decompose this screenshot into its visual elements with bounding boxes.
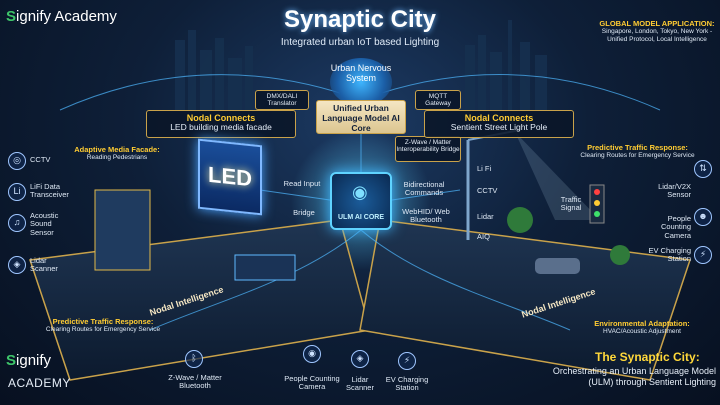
page-subtitle: Integrated urban IoT based Lighting bbox=[280, 37, 440, 48]
lidar-icon: ◈ bbox=[351, 350, 369, 368]
lidar-v2x-icon: ⇅ bbox=[694, 160, 712, 178]
ulm-core-title: Unified Urban Language Model AI Core bbox=[316, 100, 406, 134]
ev-label: EV Charging Station bbox=[648, 246, 691, 264]
adaptive-facade: Adaptive Media Facade: Reading Pedestria… bbox=[74, 145, 160, 162]
led-facade: LED bbox=[198, 138, 262, 216]
bottom-brand-sub: ACADEMY bbox=[8, 376, 71, 390]
brain-icon: ◉ bbox=[352, 182, 368, 202]
footer-title: The Synaptic City: bbox=[595, 350, 700, 364]
urban-nervous-system: Urban Nervous System bbox=[330, 58, 392, 106]
lidar-label: Lidar Scanner bbox=[30, 256, 58, 274]
dmx-dali-box: DMX/DALI Translator bbox=[255, 90, 309, 110]
lifi-icon: Li bbox=[8, 183, 26, 201]
ulm-ai-core: ◉ ULM AI CORE bbox=[330, 172, 392, 230]
lidar-v2x-label: Lidar/V2X Sensor bbox=[658, 182, 691, 200]
lifi-label: LiFi Data Transceiver bbox=[30, 182, 69, 200]
traffic-signal-label: Traffic Signal bbox=[560, 195, 582, 213]
brand-logo: Signify Academy bbox=[6, 8, 117, 25]
people-icon: ☻ bbox=[694, 208, 712, 226]
tree bbox=[507, 207, 533, 233]
mqtt-box: MQTT Gateway bbox=[415, 90, 461, 110]
acoustic-icon: ♫ bbox=[8, 214, 26, 232]
bus-shelter bbox=[234, 254, 296, 281]
page-title: Synaptic City bbox=[283, 6, 437, 33]
environmental-adaptation: Environmental Adaptation: HVAC/Acoustic … bbox=[594, 319, 690, 336]
bidirectional-label: Bidirectional Commands bbox=[403, 180, 445, 198]
bottom-camera-label: People Counting Camera bbox=[284, 374, 340, 392]
car bbox=[535, 258, 580, 274]
bottom-ev-label: EV Charging Station bbox=[385, 375, 429, 393]
pole-aiq-label: AIQ bbox=[477, 232, 490, 241]
bottom-zwave-label: Z-Wave / Matter Bluetooth bbox=[168, 373, 222, 391]
read-input-label: Read Input bbox=[283, 179, 321, 188]
data-streams bbox=[59, 74, 661, 331]
pole-lifi-label: Li Fi bbox=[477, 164, 492, 173]
cctv-label: CCTV bbox=[30, 155, 51, 164]
skyline-right bbox=[465, 20, 547, 110]
acoustic-label: Acoustic Sound Sensor bbox=[30, 211, 59, 237]
pole-lidar-label: Lidar bbox=[477, 212, 494, 221]
skyline-left bbox=[175, 30, 253, 110]
bottom-brand: Signify bbox=[6, 352, 52, 369]
tree bbox=[610, 245, 630, 265]
ev-icon: ⚡ bbox=[694, 246, 712, 264]
left-traffic-response: Predictive Traffic Response: Clearing Ro… bbox=[45, 317, 161, 334]
bottom-lidar-label: Lidar Scanner bbox=[346, 375, 374, 393]
pole-cctv-label: CCTV bbox=[477, 186, 498, 195]
ev-icon: ⚡ bbox=[398, 352, 416, 370]
zwave-bridge-box: Z-Wave / Matter Interoperability Bridge bbox=[395, 136, 461, 162]
webhid-label: WebHID/ Web Bluetooth bbox=[402, 207, 450, 225]
bluetooth-icon: ᛒ bbox=[185, 350, 203, 368]
left-nodal-box: Nodal Connects LED building media facade bbox=[146, 110, 296, 138]
people-camera-label: People Counting Camera bbox=[660, 214, 691, 240]
right-traffic-response: Predictive Traffic Response: Clearing Ro… bbox=[580, 143, 695, 160]
footer-desc: Orchestrating an Urban Language Model (U… bbox=[552, 366, 716, 388]
lidar-icon: ◈ bbox=[8, 256, 26, 274]
cctv-icon: ◎ bbox=[8, 152, 26, 170]
left-building bbox=[94, 189, 151, 271]
right-platform bbox=[359, 219, 691, 381]
global-application: GLOBAL MODEL APPLICATION: Singapore, Lon… bbox=[599, 19, 715, 44]
camera-icon: ◉ bbox=[303, 345, 321, 363]
bridge-label: Bridge bbox=[293, 208, 315, 217]
right-nodal-box: Nodal Connects Sentient Street Light Pol… bbox=[424, 110, 574, 138]
